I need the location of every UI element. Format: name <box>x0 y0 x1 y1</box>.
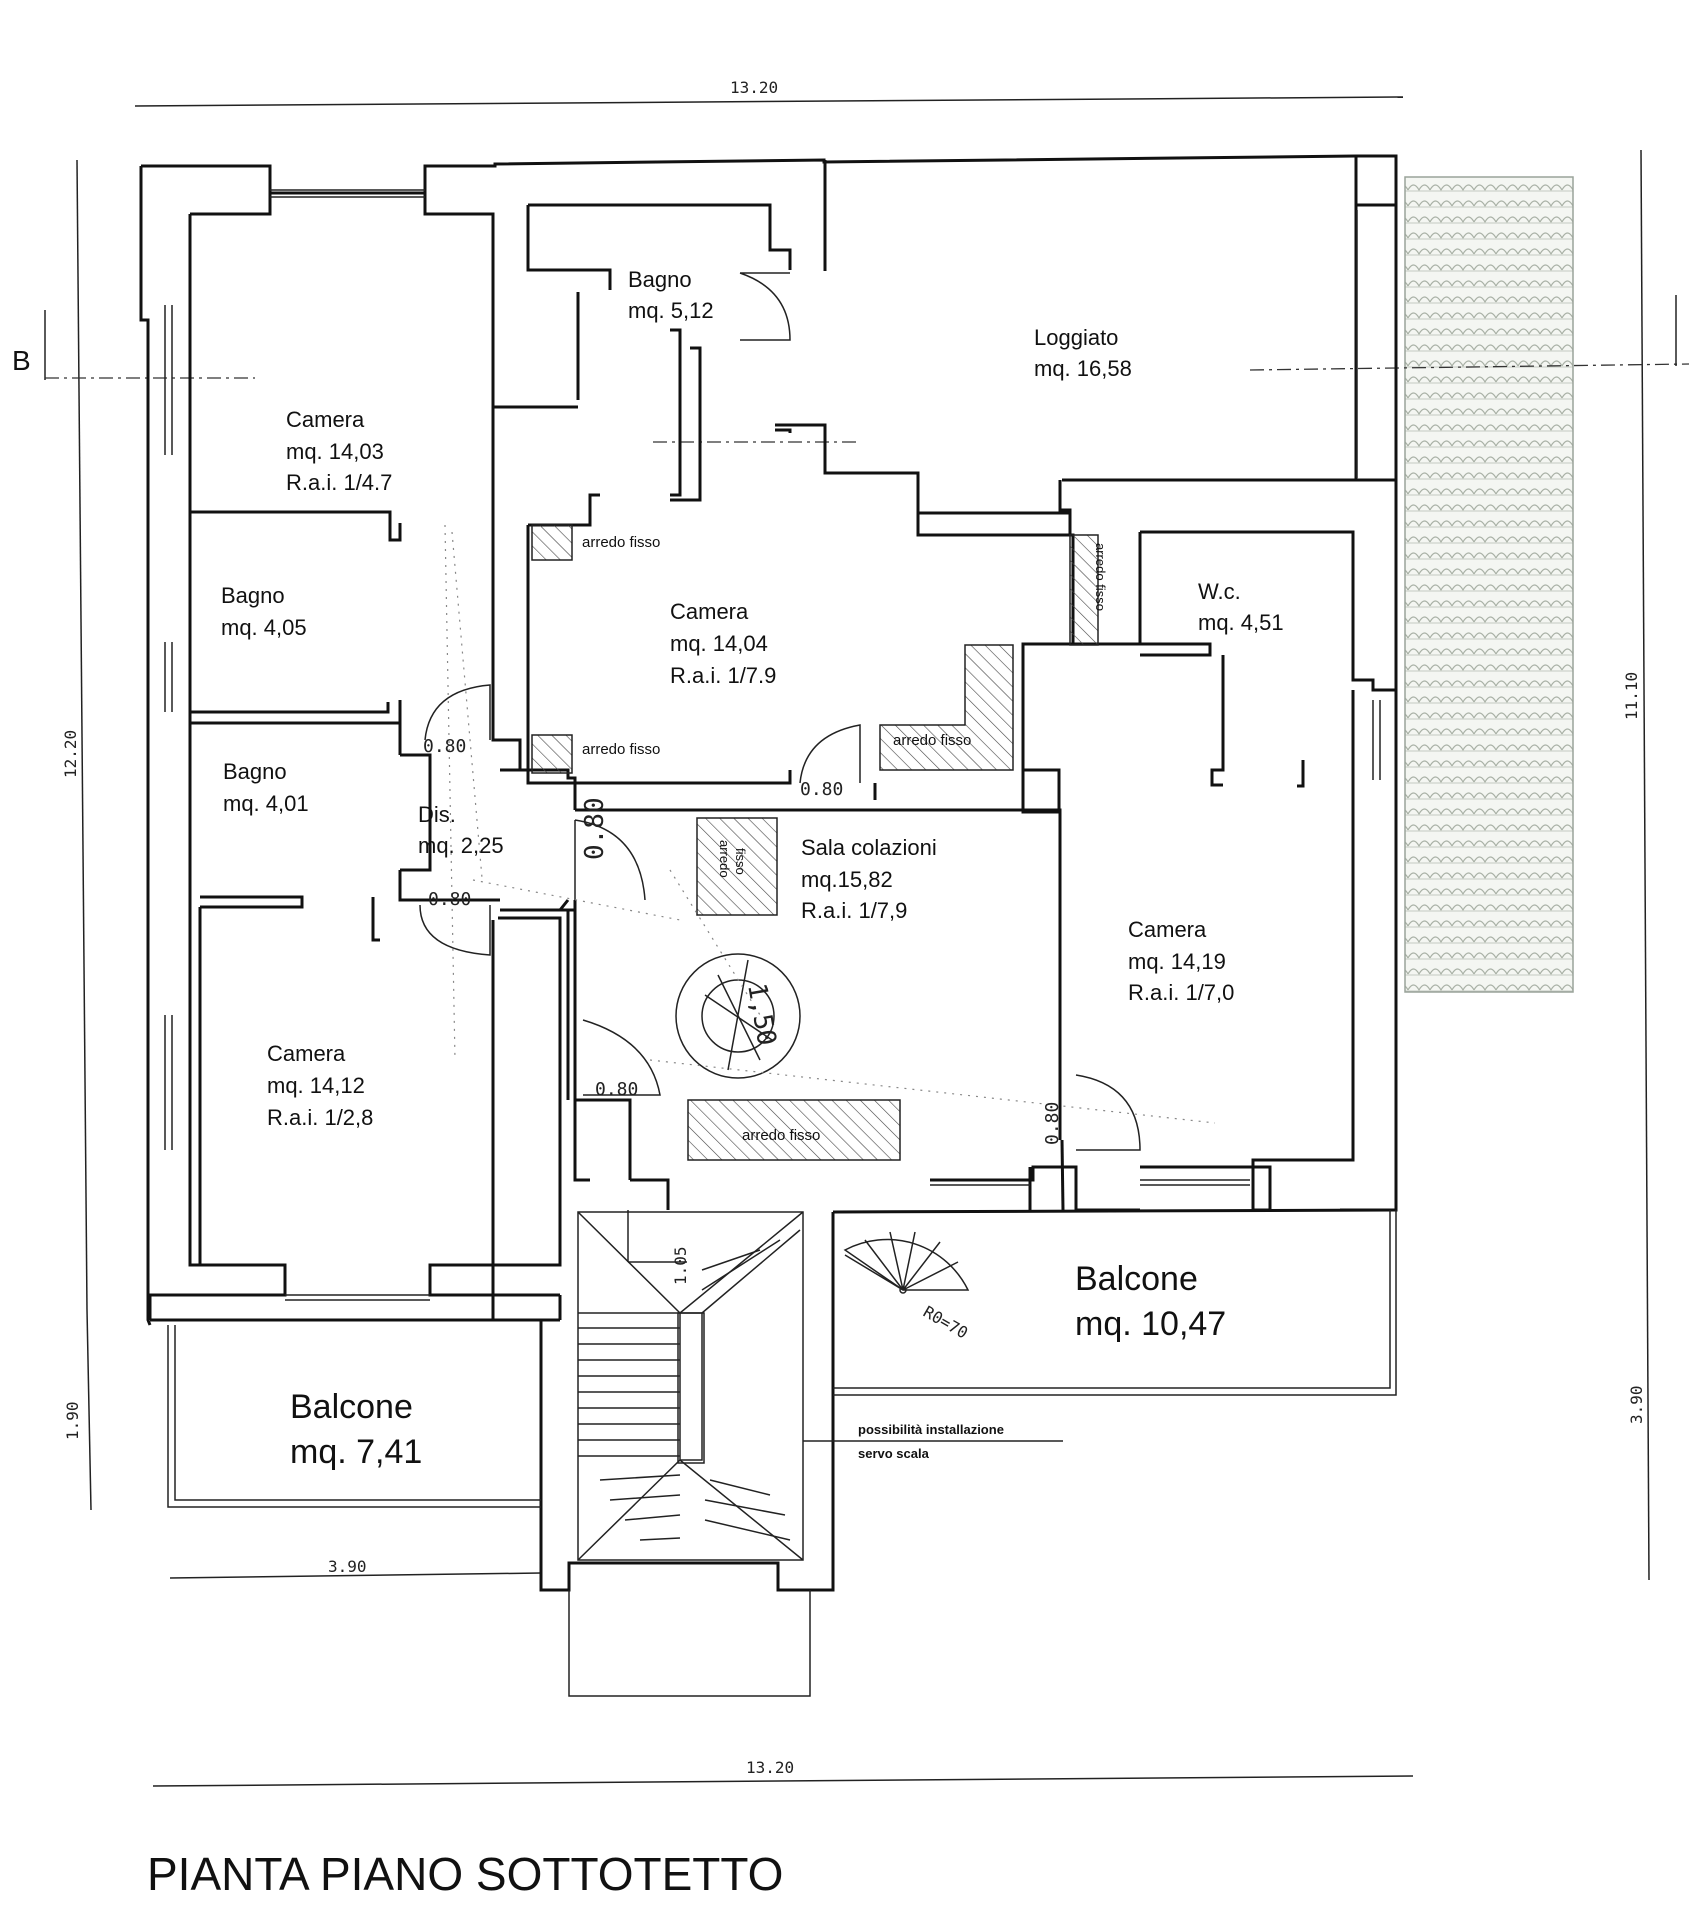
svg-text:mq. 4,05: mq. 4,05 <box>221 615 307 640</box>
interior-walls <box>188 160 1396 1320</box>
door-width-1: 0.80 <box>423 736 466 757</box>
room-balcone-e: Balcone mq. 10,47 <box>1075 1260 1226 1343</box>
door-width-5: 0.80 <box>595 1079 638 1100</box>
dim-right-main: 11.10 <box>1622 672 1641 720</box>
dim-round-table: 1,50 <box>741 981 781 1048</box>
room-bagno-n: Bagno mq. 5,12 <box>628 267 714 323</box>
door-camera-center <box>799 724 861 784</box>
svg-text:Dis.: Dis. <box>418 802 456 827</box>
view-lines <box>444 524 1216 1124</box>
door-bagno-n <box>739 272 791 341</box>
door-dis-s <box>419 904 491 956</box>
note-arredo-split-2: fisso <box>733 848 748 875</box>
svg-text:mq. 10,47: mq. 10,47 <box>1075 1305 1226 1343</box>
note-arredo-fisso-vertical: arredo fisso <box>1093 543 1108 611</box>
room-sala-colazioni: Sala colazioni mq.15,82 R.a.i. 1/7,9 <box>801 835 937 923</box>
note-arredo-fisso-3: arredo fisso <box>893 732 971 749</box>
door-camera-e <box>1075 1074 1141 1151</box>
door-width-2: 0.80 <box>580 797 610 860</box>
svg-text:mq. 14,04: mq. 14,04 <box>670 631 768 656</box>
svg-text:mq.15,82: mq.15,82 <box>801 867 893 892</box>
door-width-6: 0.80 <box>1042 1102 1063 1145</box>
door-dis-n <box>424 684 491 741</box>
dim-spiral-stair: R0=70 <box>920 1302 971 1343</box>
svg-text:Bagno: Bagno <box>628 267 692 292</box>
plan-title: PIANTA PIANO SOTTOTETTO <box>147 1848 783 1900</box>
dim-right-balcony: 3.90 <box>1627 1385 1646 1424</box>
svg-text:R.a.i. 1/7.9: R.a.i. 1/7.9 <box>670 663 776 688</box>
door-stair <box>582 1019 661 1096</box>
room-bagno-w2: Bagno mq. 4,01 <box>223 759 309 816</box>
entrance-step <box>568 1590 811 1697</box>
dim-bottom: 13.20 <box>746 1758 794 1777</box>
doors <box>419 272 1141 1151</box>
room-dis: Dis. mq. 2,25 <box>418 802 504 858</box>
svg-text:mq. 14,03: mq. 14,03 <box>286 439 384 464</box>
svg-text:Bagno: Bagno <box>221 583 285 608</box>
note-arredo-split-1: arredo <box>717 840 732 878</box>
svg-text:mq. 14,19: mq. 14,19 <box>1128 949 1226 974</box>
dim-left-balcony: 1.90 <box>63 1401 82 1440</box>
windows <box>164 189 1381 1301</box>
svg-text:mq. 4,51: mq. 4,51 <box>1198 610 1284 635</box>
spiral-stair <box>843 1231 970 1294</box>
svg-text:mq. 14,12: mq. 14,12 <box>267 1073 365 1098</box>
svg-text:Camera: Camera <box>267 1041 346 1066</box>
svg-text:Camera: Camera <box>286 407 365 432</box>
balcony-east <box>833 1210 1397 1396</box>
note-servo-line2: servo scala <box>858 1446 930 1461</box>
section-label-b: B <box>12 345 31 376</box>
note-arredo-fisso-4: arredo fisso <box>742 1127 820 1144</box>
svg-text:Loggiato: Loggiato <box>1034 325 1118 350</box>
door-width-4: 0.80 <box>800 779 843 800</box>
svg-text:mq. 7,41: mq. 7,41 <box>290 1433 422 1471</box>
door-width-3: 0.80 <box>428 889 471 910</box>
svg-text:mq. 4,01: mq. 4,01 <box>223 791 309 816</box>
room-loggiato: Loggiato mq. 16,58 <box>1034 325 1132 381</box>
room-camera-sw: Camera mq. 14,12 R.a.i. 1/2,8 <box>267 1041 373 1130</box>
svg-text:Bagno: Bagno <box>223 759 287 784</box>
room-camera-center: Camera mq. 14,04 R.a.i. 1/7.9 <box>670 599 776 688</box>
svg-text:Camera: Camera <box>670 599 749 624</box>
svg-text:Camera: Camera <box>1128 917 1207 942</box>
dim-stair-depth: 1.05 <box>671 1246 690 1285</box>
svg-text:R.a.i. 1/7,0: R.a.i. 1/7,0 <box>1128 980 1234 1005</box>
round-table <box>675 953 801 1079</box>
svg-text:Balcone: Balcone <box>290 1388 413 1426</box>
svg-text:mq. 5,12: mq. 5,12 <box>628 298 714 323</box>
room-wc: W.c. mq. 4,51 <box>1198 579 1284 635</box>
room-camera-nw: Camera mq. 14,03 R.a.i. 1/4.7 <box>286 407 392 495</box>
svg-text:R.a.i. 1/7,9: R.a.i. 1/7,9 <box>801 898 907 923</box>
note-arredo-fisso-2: arredo fisso <box>582 741 660 758</box>
dim-balcony-west: 3.90 <box>328 1557 367 1576</box>
room-balcone-w: Balcone mq. 7,41 <box>290 1388 422 1471</box>
note-arredo-fisso-1: arredo fisso <box>582 534 660 551</box>
svg-text:Balcone: Balcone <box>1075 1260 1198 1298</box>
fixed-furniture <box>531 524 1099 1161</box>
dim-top: 13.20 <box>730 78 778 97</box>
svg-text:mq. 2,25: mq. 2,25 <box>418 833 504 858</box>
door-dis-e <box>574 819 646 901</box>
note-servo-line1: possibilità installazione <box>858 1422 1004 1437</box>
svg-text:mq. 16,58: mq. 16,58 <box>1034 356 1132 381</box>
room-bagno-w1: Bagno mq. 4,05 <box>221 583 307 640</box>
svg-text:R.a.i. 1/2,8: R.a.i. 1/2,8 <box>267 1105 373 1130</box>
svg-text:W.c.: W.c. <box>1198 579 1241 604</box>
balcony-west <box>167 1325 541 1508</box>
dimension-lines <box>76 96 1650 1787</box>
room-camera-e: Camera mq. 14,19 R.a.i. 1/7,0 <box>1128 917 1234 1005</box>
svg-text:R.a.i. 1/4.7: R.a.i. 1/4.7 <box>286 470 392 495</box>
roof-tiles <box>1404 176 1574 993</box>
svg-text:Sala colazioni: Sala colazioni <box>801 835 937 860</box>
dim-left-main: 12.20 <box>61 730 80 778</box>
staircase <box>577 1211 804 1561</box>
